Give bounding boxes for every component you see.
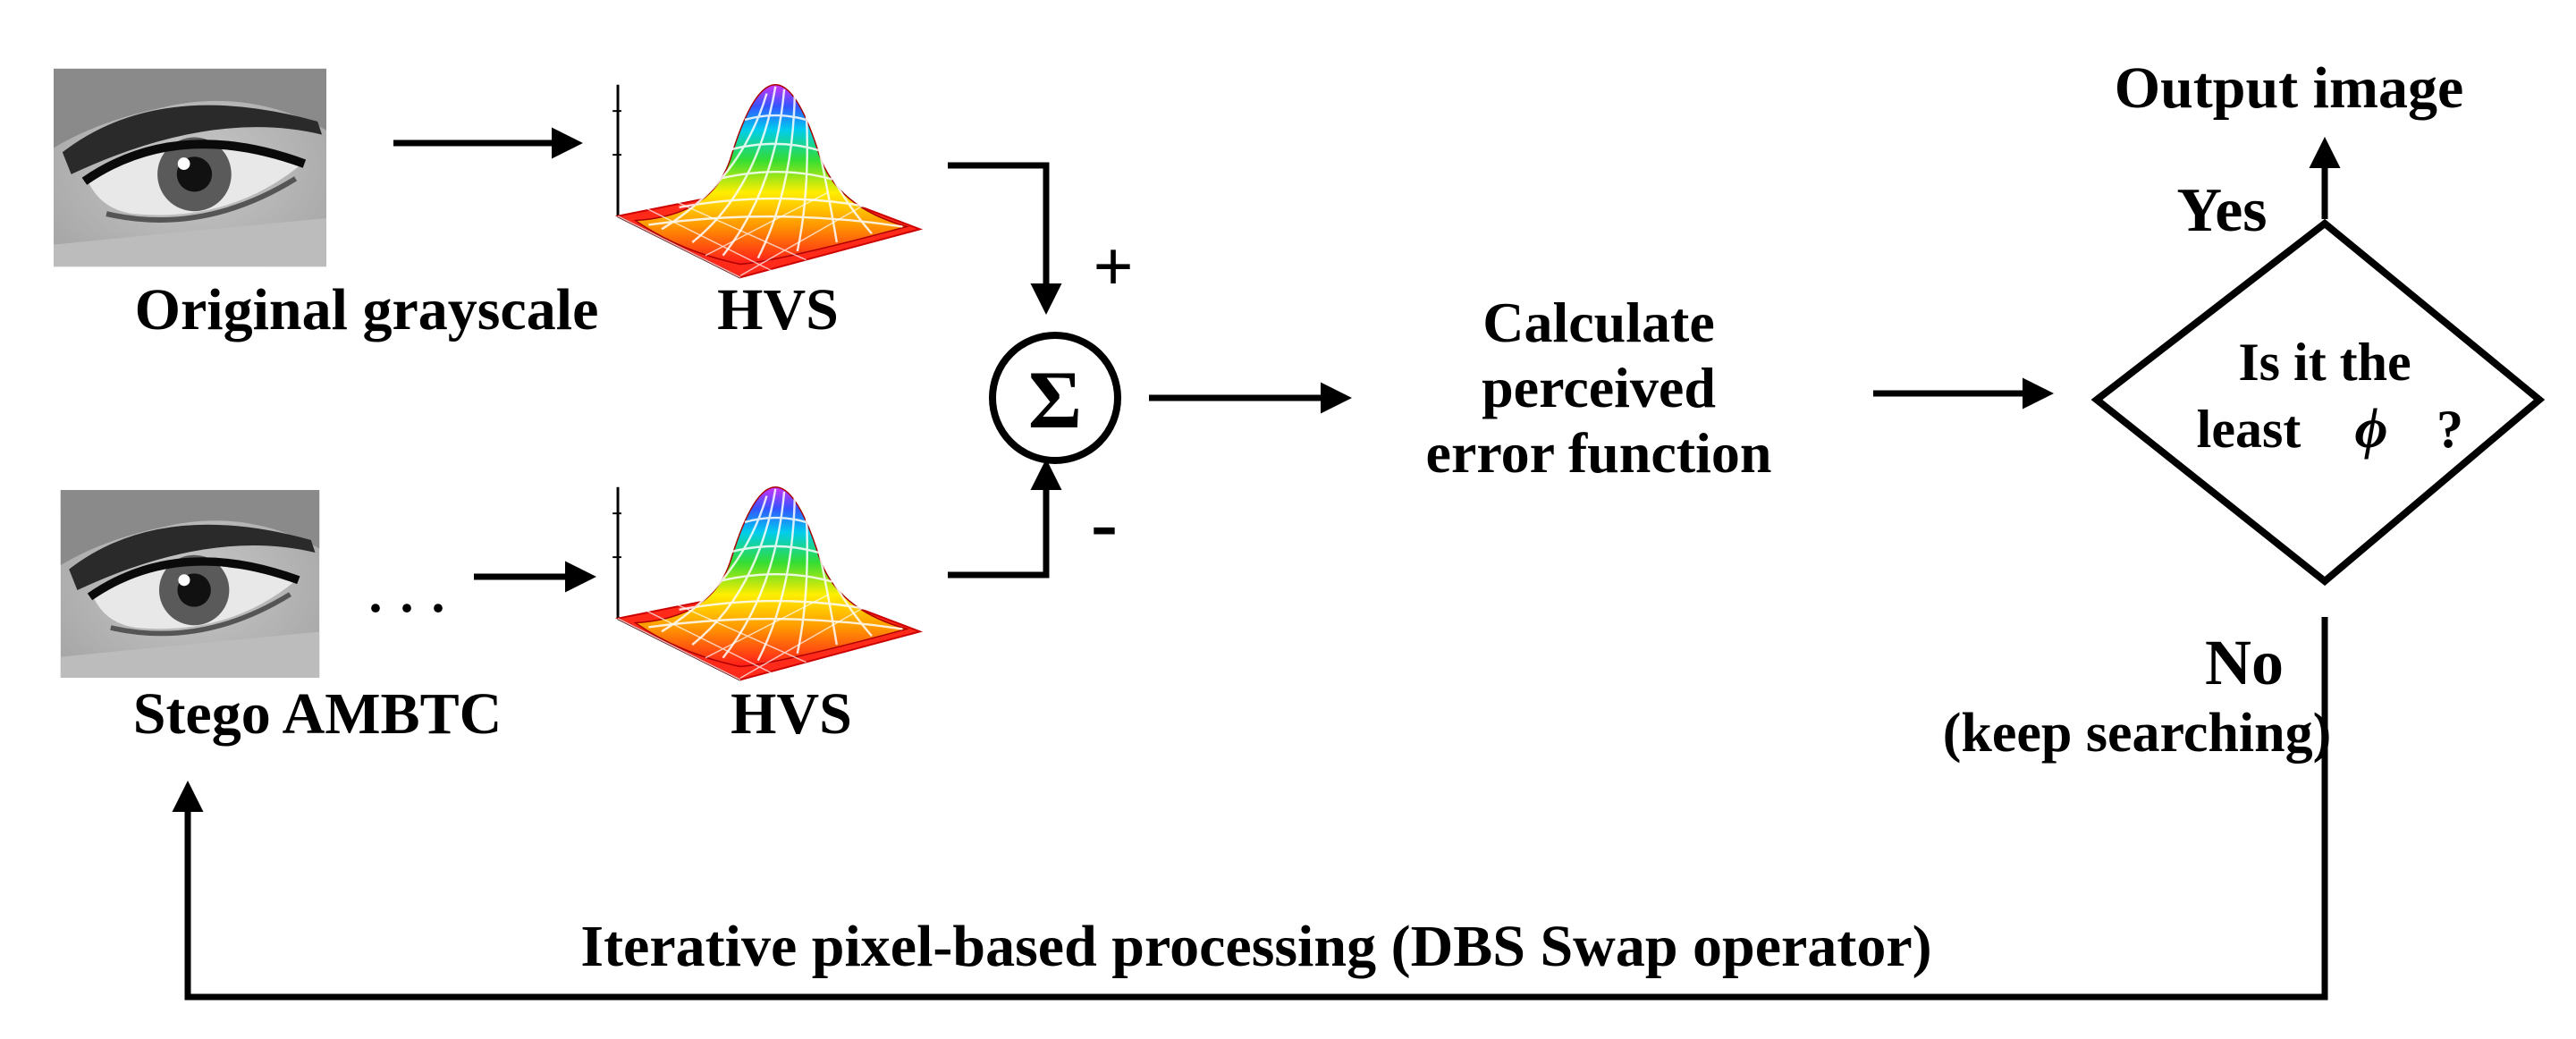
hvs-plot-bottom (611, 486, 922, 681)
hvs-top-label: HVS (717, 277, 839, 342)
no-label: No (2205, 627, 2284, 698)
stego-ambtc-image (61, 490, 319, 678)
loop-label: Iterative pixel-based processing (DBS Sw… (580, 914, 1931, 979)
summation-node (989, 332, 1121, 464)
ellipsis: · · · (367, 579, 447, 638)
calc-line-1: Calculate (1482, 291, 1715, 354)
calc-line-2: perceived (1482, 356, 1716, 419)
stego-ambtc-label: Stego AMBTC (133, 681, 503, 747)
yes-label: Yes (2176, 176, 2267, 245)
output-image-label: Output image (2115, 55, 2464, 121)
sigma-symbol: Σ (1028, 354, 1082, 445)
minus-sign: - (1091, 479, 1118, 568)
decision-line-1: Is it the (2238, 333, 2411, 392)
arrow-hvs-top-to-sum (948, 162, 1062, 315)
original-grayscale-label: Original grayscale (135, 277, 599, 342)
calc-line-3: error function (1426, 421, 1772, 485)
decision-least: least (2197, 400, 2302, 459)
arrow-hvs-bottom-to-sum (948, 459, 1062, 579)
hvs-plot-top (611, 83, 922, 279)
decision-phi: ϕ (2354, 396, 2387, 460)
decision-question: ? (2437, 400, 2463, 459)
decision-diamond (2090, 218, 2546, 587)
hvs-bottom-label: HVS (731, 681, 852, 747)
keep-searching-label: (keep searching) (1943, 703, 2332, 764)
arrow-no-loop (172, 617, 2328, 1001)
original-grayscale-image (54, 69, 326, 266)
plus-sign: + (1093, 228, 1134, 307)
